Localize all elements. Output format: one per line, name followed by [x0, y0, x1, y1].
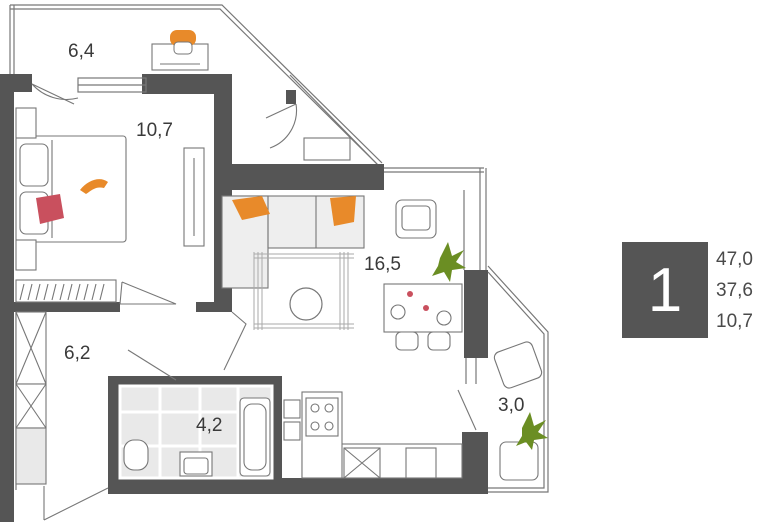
room-label-loggia-top: 6,4	[68, 41, 95, 62]
pillow-pink	[36, 194, 64, 224]
bathtub	[239, 397, 271, 477]
fruit-2	[423, 305, 429, 311]
toilet	[123, 439, 149, 471]
windows	[15, 77, 549, 493]
rooms-count-box: 1	[622, 242, 708, 338]
kitchen-area: 10,7	[716, 311, 753, 332]
rug	[253, 252, 354, 330]
balcony-door-bench	[303, 137, 351, 161]
walls	[0, 74, 488, 522]
balcony-chairs	[493, 341, 543, 481]
wardrobe-hallway	[15, 311, 47, 485]
rooms-count: 1	[647, 255, 683, 325]
doors	[31, 83, 477, 521]
bed	[15, 107, 127, 271]
plant-living	[432, 242, 466, 282]
cat-toy-icon	[80, 179, 108, 194]
plant-balcony	[516, 412, 548, 450]
closet-hallway-right	[283, 399, 301, 441]
room-label-hallway: 6,2	[64, 343, 90, 364]
area-list: 47,0 37,6 10,7	[716, 244, 768, 337]
loggia-top-outline	[9, 4, 383, 166]
cushion-orange-1	[232, 196, 270, 220]
chair-orange	[170, 30, 196, 55]
coffee-table	[289, 287, 323, 321]
kitchen-counter	[301, 391, 463, 479]
room-label-bedroom: 10,7	[136, 120, 173, 141]
cushion-orange-2	[330, 196, 356, 226]
wardrobe-bedroom	[15, 147, 205, 303]
fruit	[407, 291, 413, 297]
sink	[179, 451, 213, 477]
dining-table	[383, 283, 463, 351]
total-area: 47,0	[716, 249, 753, 270]
room-label-living-kitchen: 16,5	[364, 254, 401, 275]
living-area: 37,6	[716, 280, 753, 301]
room-label-balcony: 3,0	[498, 395, 524, 416]
room-label-bathroom: 4,2	[196, 415, 222, 436]
armchair	[395, 199, 437, 239]
apartment-summary: 1 47,0 37,6 10,7	[622, 242, 768, 338]
